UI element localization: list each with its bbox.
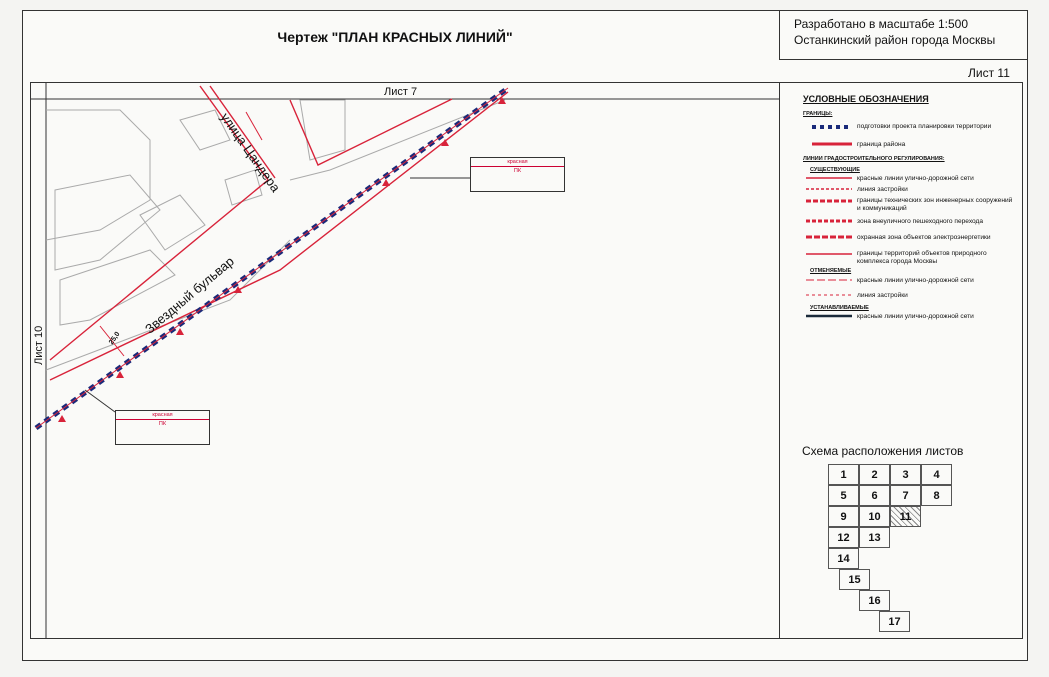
legend-item-planning-boundary: подготовки проекта планировки территории: [857, 123, 992, 130]
legend-item-established-red: красные линии улично-дорожной сети: [857, 313, 974, 320]
marker-triangle: [176, 328, 184, 335]
building-outline: [179, 109, 231, 151]
sheet-cell-11: 11: [890, 506, 921, 527]
building-outline: [59, 249, 176, 326]
sheet-cell-15: 15: [839, 569, 870, 590]
legend-item-cancelled-red: красные линии улично-дорожной сети: [857, 277, 974, 284]
marker-triangle: [441, 139, 449, 146]
legend-item-nature-boundary: границы территорий объектов природного к…: [857, 250, 987, 265]
dimension-line: [99, 325, 125, 357]
road-edge: [289, 99, 506, 181]
legend-item-red-lines: красные линии улично-дорожной сети: [857, 175, 974, 182]
scale-line-1: Разработано в масштабе 1:500: [794, 17, 969, 31]
tag-line-2: ПК: [513, 168, 522, 174]
red-line: [49, 85, 269, 361]
building-outline: [224, 169, 263, 206]
scale-info-box: Разработано в масштабе 1:500 Останкински…: [779, 10, 1027, 60]
sheet-number: Лист 11: [968, 66, 1010, 80]
building-outline: [45, 109, 151, 241]
legend-category-established: УСТАНАВЛИВАЕМЫЕ: [810, 305, 869, 311]
building-outline: [139, 194, 206, 251]
legend-item-district-boundary: граница района: [857, 141, 906, 148]
red-line: [289, 98, 453, 166]
sheet-cell-6: 6: [859, 485, 890, 506]
sheet-scheme-title: Схема расположения листов: [802, 444, 964, 458]
legend-category-boundaries: ГРАНИЦЫ:: [803, 111, 833, 117]
legend-item-cancelled-building: линия застройки: [857, 292, 908, 299]
sheet-cell-4: 4: [921, 464, 952, 485]
legend-item-pedestrian-zone: зона внеуличного пешеходного перехода: [857, 218, 984, 225]
marker-triangle: [58, 415, 66, 422]
sheet-cell-13: 13: [859, 527, 890, 548]
line-markers: [58, 97, 506, 422]
sheet-cell-17: 17: [879, 611, 910, 632]
dimension-line: [245, 111, 263, 141]
sheet-cell-8: 8: [921, 485, 952, 506]
drawing-sheet: [22, 10, 1028, 661]
red-lines: [49, 85, 509, 381]
sheet-cell-10: 10: [859, 506, 890, 527]
marker-triangle: [498, 97, 506, 104]
neighbor-sheet-left: Лист 10: [33, 325, 45, 365]
red-line: [49, 91, 509, 381]
red-line-tag: красная ПК: [470, 157, 565, 192]
legend-item-building-line: линия застройки: [857, 186, 908, 193]
legend-category-cancelled: ОТМЕНЯЕМЫЕ: [810, 268, 852, 274]
map-frame: [30, 82, 1023, 639]
building-outlines: [45, 99, 506, 371]
marker-triangle: [234, 286, 242, 293]
building-outline: [54, 174, 161, 271]
established-red-line: [35, 87, 509, 429]
sheet-cell-7: 7: [890, 485, 921, 506]
legend-item-tech-zones: границы технических зон инженерных соору…: [857, 197, 1013, 212]
marker-triangle: [382, 179, 390, 186]
sheet-cell-3: 3: [890, 464, 921, 485]
legend-frame: [779, 82, 1023, 639]
legend-category-existing: СУЩЕСТВУЮЩИЕ: [810, 167, 860, 173]
sheet-cell-16: 16: [859, 590, 890, 611]
tag-line-1: красная: [471, 158, 564, 167]
sheet-cell-1: 1: [828, 464, 859, 485]
sheet-cell-9: 9: [828, 506, 859, 527]
legend-samples: [806, 125, 852, 318]
sheet-cell-2: 2: [859, 464, 890, 485]
legend-item-power-zone: охранная зона объектов электроэнергетики: [857, 234, 991, 241]
red-line: [209, 85, 276, 179]
building-outline: [299, 99, 346, 161]
sheet-cell-5: 5: [828, 485, 859, 506]
marker-triangle: [116, 371, 124, 378]
legend-title: УСЛОВНЫЕ ОБОЗНАЧЕНИЯ: [803, 94, 929, 104]
sheet-cell-14: 14: [828, 548, 859, 569]
legend-category-lines: ЛИНИИ ГРАДОСТРОИТЕЛЬНОГО РЕГУЛИРОВАНИЯ:: [803, 156, 945, 162]
drawing-title: Чертеж "ПЛАН КРАСНЫХ ЛИНИЙ": [277, 29, 513, 45]
scale-line-2: Останкинский район города Москвы: [794, 33, 996, 47]
sheet-cell-12: 12: [828, 527, 859, 548]
tag-line-2: ПК: [158, 421, 167, 427]
tag-line-1: красная: [116, 411, 209, 420]
neighbor-sheet-top: Лист 7: [384, 86, 418, 98]
red-line-tag: красная ПК: [115, 410, 210, 445]
leader-line: [84, 389, 116, 413]
